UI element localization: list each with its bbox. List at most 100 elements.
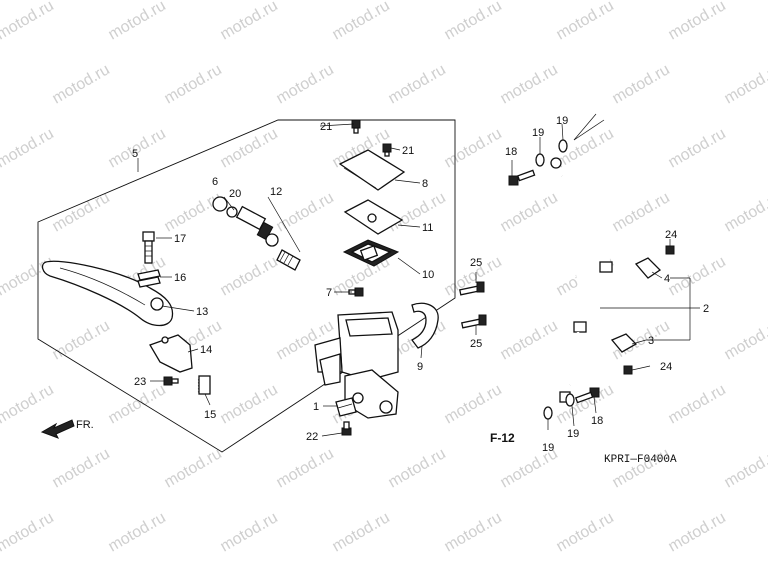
callout-19-b: 19 (556, 115, 568, 127)
watermark-text: motod.ru (554, 0, 617, 43)
brake-lever (41, 260, 174, 327)
washer-set (535, 139, 575, 420)
callout-23: 23 (134, 376, 146, 388)
banjo-bolt-upper (508, 169, 536, 186)
watermark-text: motod.ru (666, 125, 729, 171)
callout-2: 2 (703, 303, 709, 315)
callout-22: 22 (306, 431, 318, 443)
callout-10: 10 (422, 269, 434, 281)
callout-19-c: 19 (567, 428, 579, 440)
screw-23 (163, 376, 179, 386)
holder-bolt-upper (459, 281, 485, 296)
brake-switch (335, 397, 357, 417)
brake-hose (550, 157, 613, 403)
callout-14: 14 (200, 344, 212, 356)
reservoir-diaphragm (342, 239, 400, 267)
watermark-text: motod.ru (610, 445, 673, 491)
watermark-text: motod.ru (554, 381, 617, 427)
callout-labels: 5 21 21 8 11 10 7 12 6 20 17 16 13 14 23… (132, 115, 709, 454)
watermark-text: motod.ru (274, 445, 337, 491)
clamp-bolt-lower (623, 365, 633, 375)
watermark-text: motod.ru (442, 381, 505, 427)
pivot-bolt (142, 231, 155, 264)
callout-21-top: 21 (320, 121, 332, 133)
cap-screw-top (351, 119, 361, 134)
lever-spring (137, 269, 161, 288)
watermark-text: motod.ru (0, 125, 57, 171)
cap-screw-side (382, 143, 392, 157)
watermark-text: motod.ru (218, 509, 281, 555)
assembly-outline (37, 119, 456, 453)
callout-25-lower: 25 (470, 338, 482, 350)
watermark-text: motod.ru (0, 317, 1, 363)
watermark-text: motod.ru (218, 0, 281, 43)
watermark-text: motod.ru (162, 189, 225, 235)
watermark-text: motod.ru (666, 0, 729, 43)
watermark-text: motod.ru (0, 189, 1, 235)
callout-18-lower: 18 (591, 415, 603, 427)
front-direction-arrow: FR. (40, 419, 94, 439)
watermark-text: motod.ru (386, 61, 449, 107)
callout-13: 13 (196, 306, 208, 318)
callout-9: 9 (417, 361, 423, 373)
watermark-text: motod.ru (442, 0, 505, 43)
watermark-text: motod.ru (162, 445, 225, 491)
watermark-text: motod.ru (666, 509, 729, 555)
watermark-text: motod.ru (162, 61, 225, 107)
piston-assembly (212, 196, 301, 271)
callout-11: 11 (422, 222, 433, 234)
reservoir-cap (338, 149, 406, 191)
hose-clamp-lower (610, 333, 638, 353)
watermark-text: motod.ru (50, 189, 113, 235)
watermark-text: motod.ru (0, 381, 57, 427)
watermark-text: motod.ru (274, 61, 337, 107)
callout-24-upper: 24 (665, 229, 677, 241)
master-cylinder-body (314, 311, 399, 419)
direction-label: FR. (76, 419, 94, 431)
watermark-text: motod.ru (50, 317, 113, 363)
screw-22 (341, 421, 352, 436)
callout-25-upper: 25 (470, 257, 482, 269)
watermark-text: motod.ru (442, 509, 505, 555)
callout-19-a: 19 (532, 127, 544, 139)
watermark-text: motod.ru (386, 445, 449, 491)
callout-17: 17 (174, 233, 186, 245)
callout-5: 5 (132, 148, 138, 160)
watermark-text: motod.ru (218, 381, 281, 427)
spring-15 (197, 375, 211, 395)
callout-18-upper: 18 (505, 146, 517, 158)
watermark-text: motod.ru (0, 445, 1, 491)
watermark-text: motod.ru (50, 61, 113, 107)
watermark-text: motod.ru (554, 509, 617, 555)
callout-12: 12 (270, 186, 282, 198)
callout-21-side: 21 (402, 145, 414, 157)
callout-20: 20 (229, 188, 241, 200)
watermark-text: motod.ru (610, 189, 673, 235)
watermark-text: motod.ru (386, 189, 449, 235)
holder-bolt-lower (461, 314, 487, 329)
callout-7: 7 (326, 287, 332, 299)
watermark-text: motod.ru (218, 253, 281, 299)
watermark-text: motod.ru (0, 0, 57, 43)
figure-code: KPRI—F0400A (604, 454, 677, 466)
callout-19-d: 19 (542, 442, 554, 454)
banjo-bolt-lower (574, 387, 600, 404)
clamp-holder (411, 302, 439, 349)
callout-8: 8 (422, 178, 428, 190)
diaphragm-plate (343, 199, 404, 235)
clamp-bolt-upper (665, 245, 675, 255)
watermark-text: motod.ru (0, 253, 57, 299)
watermark-text: motod.ru (106, 0, 169, 43)
watermark-text: motod.ru (498, 189, 561, 235)
watermark-text: motod.ru (106, 381, 169, 427)
watermark-text: motod.ru (330, 509, 393, 555)
watermark-text: motod.ru (498, 61, 561, 107)
watermark-text: motod.ru (666, 253, 729, 299)
leader-lines (137, 113, 700, 437)
watermark-text: motod.ru (50, 445, 113, 491)
watermark-text: motod.ru (498, 317, 561, 363)
watermark-text: motod.ru (722, 317, 768, 363)
callout-3: 3 (648, 335, 654, 347)
watermark-text: motod.ru (610, 61, 673, 107)
